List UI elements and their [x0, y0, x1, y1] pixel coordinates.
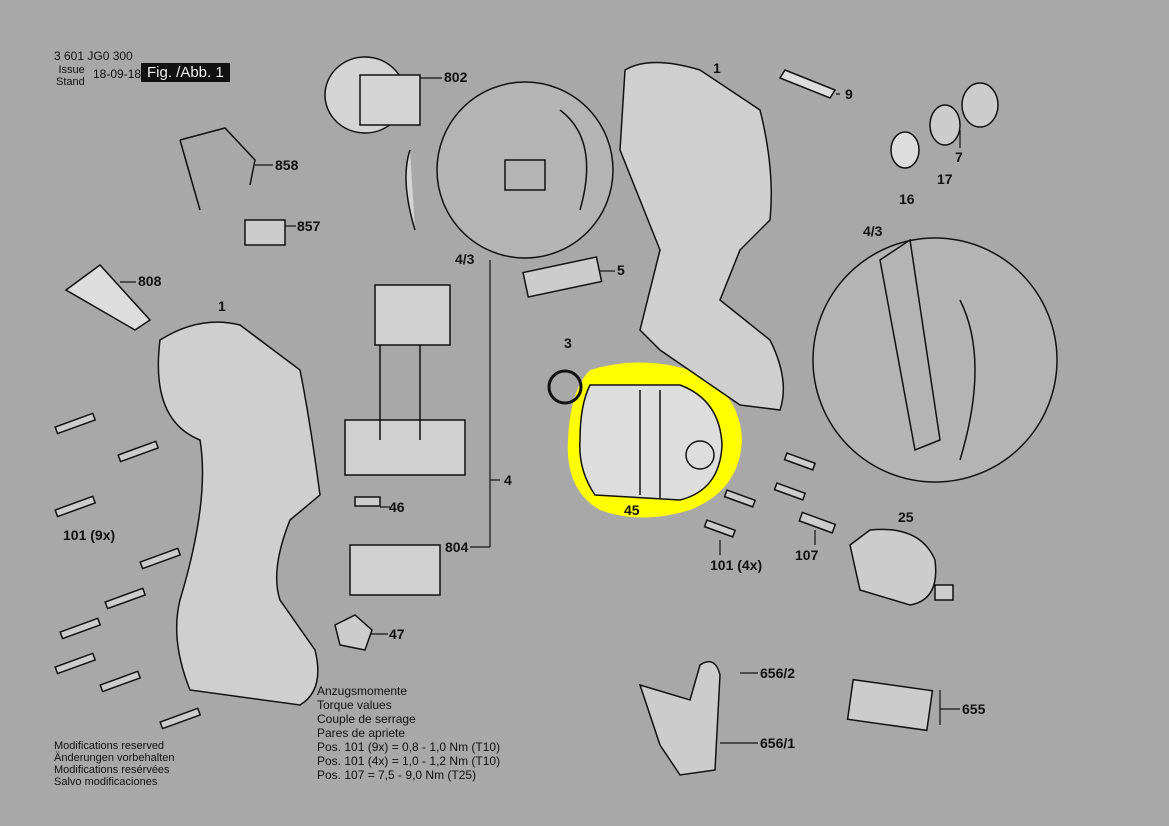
- part-label[interactable]: 4/3: [455, 251, 475, 267]
- issue-text: Issue: [58, 64, 85, 76]
- part-label[interactable]: 802: [444, 69, 468, 85]
- part-5: [522, 256, 603, 298]
- modifications-line: Modifications resérvées: [54, 764, 170, 776]
- part-label[interactable]: 1: [218, 298, 226, 314]
- torque-line: Couple de serrage: [317, 712, 416, 726]
- part-label[interactable]: 3: [564, 335, 572, 351]
- modifications-line: Modifications reserved: [54, 740, 165, 752]
- torque-line: Pos. 107 = 7,5 - 9,0 Nm (T25): [317, 768, 477, 782]
- torque-line: Anzugsmomente: [317, 684, 408, 698]
- housing-half-1-right: [619, 61, 785, 411]
- part-label[interactable]: 656/1: [760, 735, 796, 751]
- part-label[interactable]: 808: [138, 273, 162, 289]
- detail-circle-left: [436, 81, 614, 259]
- torque-line: Pos. 101 (4x) = 1,0 - 1,2 Nm (T10): [317, 754, 501, 768]
- detail-circle-right: [812, 237, 1058, 483]
- modifications-notice: Modifications reserved Änderungen vorbeh…: [54, 740, 174, 788]
- clip-858: [179, 127, 256, 211]
- part-label[interactable]: 1: [713, 60, 721, 76]
- chuck-25: [849, 528, 954, 606]
- bit-holder-655: [846, 678, 934, 732]
- belt-clip-656-1: [638, 660, 721, 776]
- part-label[interactable]: 4: [504, 472, 512, 488]
- part-label[interactable]: 4/3: [863, 223, 883, 239]
- part-label[interactable]: 101 (4x): [710, 557, 763, 573]
- part-label[interactable]: 9: [845, 86, 853, 102]
- part-label[interactable]: 47: [389, 626, 405, 642]
- modifications-line: Salvo modificaciones: [54, 776, 158, 788]
- part-label[interactable]: 656/2: [760, 665, 796, 681]
- issue-date: 18-09-18: [93, 67, 142, 81]
- figure-label: Fig. /Abb. 1: [141, 63, 230, 82]
- part-label[interactable]: 17: [937, 171, 953, 187]
- part-label[interactable]: 45: [624, 502, 640, 518]
- part-label[interactable]: 804: [445, 539, 469, 555]
- part-label[interactable]: 25: [898, 509, 914, 525]
- part-857: [244, 219, 286, 246]
- modifications-line: Änderungen vorbehalten: [54, 752, 175, 764]
- part-16: [890, 131, 920, 169]
- part-label[interactable]: 655: [962, 701, 986, 717]
- part-label[interactable]: 7: [955, 149, 963, 165]
- torque-line: Pares de apriete: [317, 726, 406, 740]
- part-47: [334, 614, 373, 651]
- switch-module-4: [344, 284, 466, 596]
- housing-half-1: [157, 321, 321, 706]
- issue-label: Issue Stand: [56, 64, 85, 88]
- ring-3: [547, 369, 583, 405]
- strip-9: [778, 69, 837, 99]
- part-label[interactable]: 858: [275, 157, 299, 173]
- part-label[interactable]: 857: [297, 218, 321, 234]
- label-808: [64, 263, 152, 331]
- motor-802: [324, 56, 421, 231]
- gearbox-45: [579, 384, 723, 501]
- part-label[interactable]: 16: [899, 191, 915, 207]
- torque-line: Pos. 101 (9x) = 0,8 - 1,0 Nm (T10): [317, 740, 501, 754]
- part-label[interactable]: 107: [795, 547, 819, 563]
- part-label[interactable]: 46: [389, 499, 405, 515]
- part-label[interactable]: 101 (9x): [63, 527, 116, 543]
- stand-text: Stand: [56, 76, 85, 88]
- doc-number: 3 601 JG0 300: [54, 49, 133, 63]
- part-7: [961, 82, 999, 128]
- screws-101: [54, 412, 837, 730]
- part-label[interactable]: 5: [617, 262, 625, 278]
- torque-values: Anzugsmomente Torque values Couple de se…: [317, 684, 500, 782]
- part-17: [929, 104, 961, 146]
- leader-lines: [120, 77, 961, 744]
- torque-line: Torque values: [317, 698, 392, 712]
